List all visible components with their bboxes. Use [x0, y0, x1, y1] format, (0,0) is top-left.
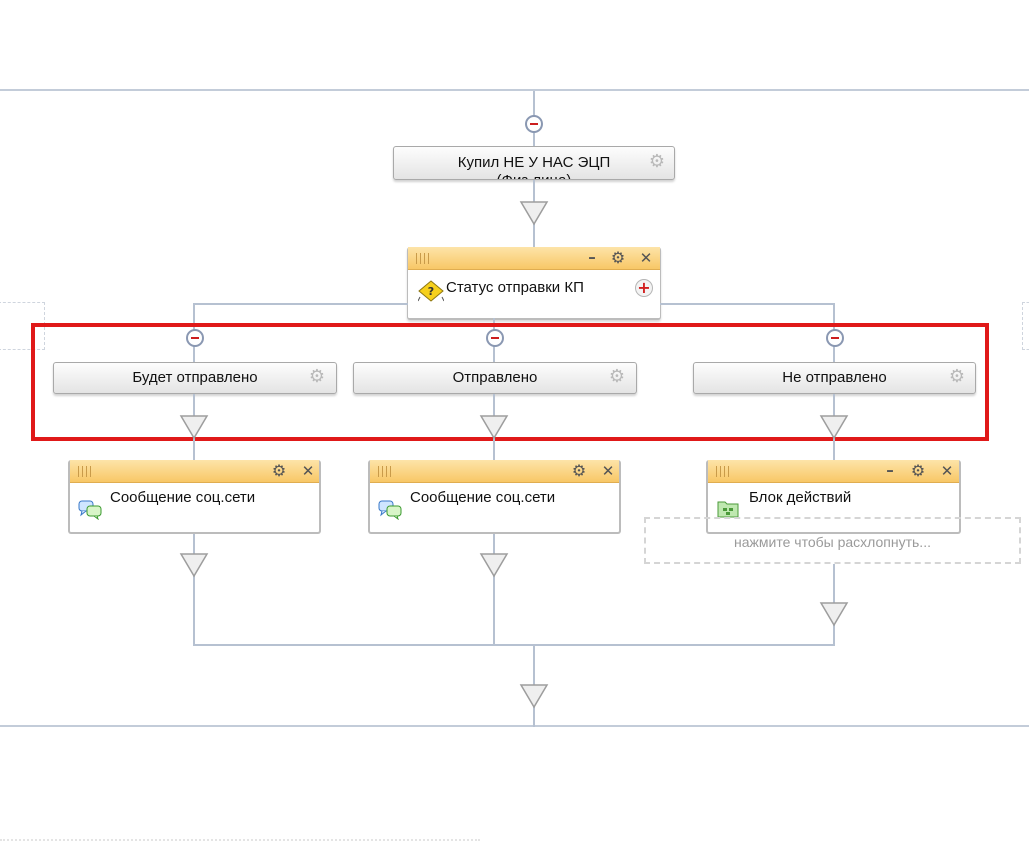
branch-split-line-right — [660, 303, 835, 305]
condition-diamond-icon: ? — [417, 280, 445, 302]
close-icon[interactable]: ✕ — [601, 462, 615, 480]
action-title: Сообщение соц.сети — [410, 489, 556, 506]
close-icon[interactable]: ✕ — [639, 249, 653, 267]
drag-grip-icon[interactable] — [378, 466, 394, 477]
connector-col2-lower — [493, 534, 495, 646]
card-header[interactable]: ⚙ ✕ — [370, 460, 619, 483]
condition-sent-button[interactable]: Отправлено ⚙ — [353, 362, 637, 394]
condition-will-send-button[interactable]: Будет отправлено ⚙ — [53, 362, 337, 394]
add-branch-button[interactable]: + — [635, 279, 653, 297]
chat-bubbles-icon — [378, 500, 404, 521]
svg-text:?: ? — [428, 285, 434, 298]
drag-grip-icon[interactable] — [78, 466, 94, 477]
frame-bottom-line — [0, 725, 1029, 727]
gear-icon[interactable]: ⚙ — [910, 461, 926, 480]
arrow-down-icon — [479, 552, 509, 578]
bottom-dotted-line — [0, 839, 480, 841]
top-node-sublabel: (Физ.лица) — [497, 172, 572, 179]
branch-title: Статус отправки КП — [446, 279, 584, 296]
card-header[interactable]: – ⚙ ✕ — [708, 460, 959, 483]
gear-icon[interactable]: ⚙ — [610, 248, 626, 267]
condition-not-sent-button[interactable]: Не отправлено ⚙ — [693, 362, 976, 394]
action-card-social-message[interactable]: ⚙ ✕ Сообщение соц.сети — [68, 460, 321, 534]
condition-label: Не отправлено — [782, 369, 887, 386]
close-icon[interactable]: ✕ — [940, 462, 954, 480]
merge-line — [193, 644, 835, 646]
arrow-down-icon — [819, 601, 849, 627]
top-node-button[interactable]: Купил НЕ У НАС ЭЦП (Физ.лица) ⚙ — [393, 146, 675, 180]
branch-status-card[interactable]: – ⚙ ✕ ? Статус отправки КП + — [407, 247, 661, 320]
minimize-icon[interactable]: – — [886, 461, 894, 479]
arrow-down-icon — [179, 414, 209, 440]
top-node-label: Купил НЕ У НАС ЭЦП — [457, 154, 611, 171]
action-title: Блок действий — [749, 489, 852, 506]
gear-icon[interactable]: ⚙ — [308, 366, 326, 387]
drag-grip-icon[interactable] — [716, 466, 732, 477]
connector-col1-lower — [193, 534, 195, 646]
collapse-branch-button[interactable] — [186, 329, 204, 347]
condition-label: Будет отправлено — [132, 369, 258, 386]
arrow-down-icon — [479, 414, 509, 440]
gear-icon[interactable]: ⚙ — [648, 151, 666, 172]
highlight-box — [31, 323, 989, 441]
collapse-top-button[interactable] — [525, 115, 543, 133]
green-folder-icon — [717, 498, 739, 518]
gear-icon[interactable]: ⚙ — [571, 461, 587, 480]
gear-icon[interactable]: ⚙ — [608, 366, 626, 387]
branch-split-line — [194, 303, 408, 305]
action-block-card[interactable]: – ⚙ ✕ Блок действий — [706, 460, 961, 534]
right-dotted-edge — [1022, 302, 1029, 350]
gear-icon[interactable]: ⚙ — [948, 366, 966, 387]
card-header[interactable]: ⚙ ✕ — [70, 460, 319, 483]
minimize-icon[interactable]: – — [588, 248, 596, 266]
action-title: Сообщение соц.сети — [110, 489, 256, 506]
arrow-down-icon — [179, 552, 209, 578]
drag-grip-icon[interactable] — [416, 253, 432, 264]
chat-bubbles-icon — [78, 500, 104, 521]
expand-block-area[interactable]: нажмите чтобы расхлопнуть... — [644, 517, 1021, 564]
action-card-social-message[interactable]: ⚙ ✕ Сообщение соц.сети — [368, 460, 621, 534]
arrow-down-icon — [819, 414, 849, 440]
arrow-down-icon — [519, 200, 549, 226]
collapse-branch-button[interactable] — [826, 329, 844, 347]
gear-icon[interactable]: ⚙ — [271, 461, 287, 480]
frame-top-line — [0, 89, 1029, 91]
condition-label: Отправлено — [452, 369, 538, 386]
expand-hint: нажмите чтобы расхлопнуть... — [734, 534, 931, 550]
collapse-branch-button[interactable] — [486, 329, 504, 347]
close-icon[interactable]: ✕ — [301, 462, 315, 480]
arrow-down-icon — [519, 683, 549, 709]
card-header[interactable]: – ⚙ ✕ — [408, 247, 660, 270]
